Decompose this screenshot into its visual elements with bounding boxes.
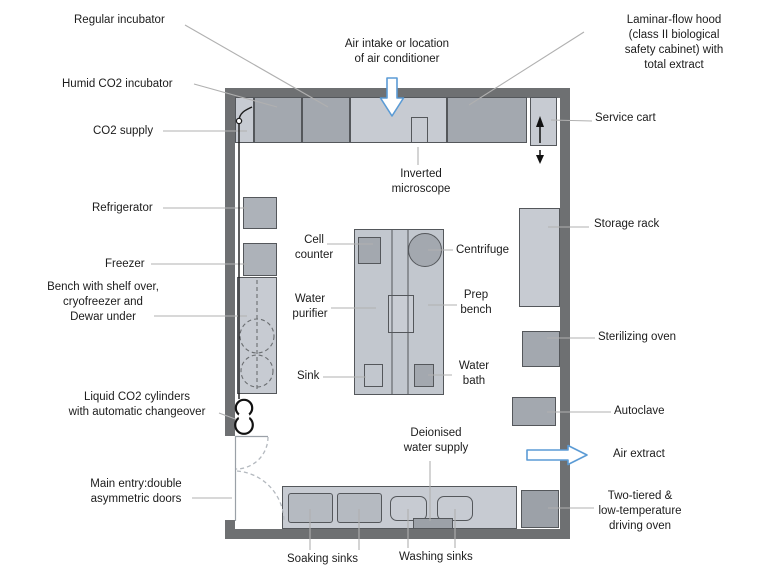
- label-humid-co2-incubator: Humid CO2 incubator: [62, 78, 173, 90]
- co2-supply-line: [235, 106, 253, 399]
- island-divider-lines: [391, 230, 409, 394]
- wall-bottom: [225, 529, 570, 539]
- label-deionised-water-supply: Deionised water supply: [403, 427, 469, 454]
- label-sterilizing-oven: Sterilizing oven: [598, 331, 676, 343]
- label-liquid-co2: Liquid CO2 cylinders with automatic chan…: [68, 391, 206, 418]
- label-refrigerator: Refrigerator: [92, 202, 153, 214]
- regular-incubator-shape: [302, 97, 350, 143]
- sink-shape: [364, 364, 383, 387]
- label-inverted-microscope: Inverted microscope: [391, 168, 451, 195]
- label-laminar-hood: Laminar-flow hood (class II biological s…: [624, 14, 724, 71]
- label-air-intake: Air intake or location of air conditione…: [344, 38, 450, 65]
- label-prep-bench: Prep bench: [460, 289, 492, 316]
- storage-rack-shape: [519, 208, 560, 307]
- humid-co2-incubator-shape: [254, 97, 302, 143]
- leader-lines: [151, 24, 611, 550]
- label-regular-incubator: Regular incubator: [74, 14, 165, 26]
- deionised-water-supply-shape: [413, 518, 453, 529]
- label-freezer: Freezer: [105, 258, 145, 270]
- label-soaking-sinks: Soaking sinks: [287, 553, 358, 565]
- label-bench-shelf: Bench with shelf over, cryofreezer and D…: [47, 281, 159, 323]
- washing-sink-1: [390, 496, 427, 521]
- label-water-bath: Water bath: [458, 360, 490, 387]
- two-tiered-oven-shape: [521, 490, 559, 528]
- label-co2-supply: CO2 supply: [93, 125, 154, 137]
- label-centrifuge: Centrifuge: [456, 244, 510, 256]
- label-two-tiered-oven: Two-tiered & low-temperature driving ove…: [598, 490, 682, 532]
- label-service-cart: Service cart: [595, 112, 656, 124]
- main-entry-doors: [234, 435, 285, 523]
- sterilizing-oven-shape: [522, 331, 560, 367]
- freezer-shape: [243, 243, 277, 276]
- label-storage-rack: Storage rack: [594, 218, 660, 230]
- label-washing-sinks: Washing sinks: [399, 551, 473, 563]
- wall-left-lower: [225, 520, 235, 539]
- wall-right: [560, 88, 570, 539]
- service-cart-arrows: [536, 116, 544, 164]
- air-intake-arrow: [379, 77, 405, 117]
- dewar-dashed-detail: [239, 280, 275, 392]
- label-water-purifier: Water purifier: [292, 293, 328, 320]
- label-autoclave: Autoclave: [614, 405, 665, 417]
- laminar-flow-hood-shape: [447, 97, 527, 143]
- air-extract-arrow: [526, 444, 588, 466]
- label-sink: Sink: [297, 370, 320, 382]
- label-air-extract: Air extract: [613, 448, 665, 460]
- inverted-microscope-shape: [411, 117, 428, 143]
- refrigerator-shape: [243, 197, 277, 229]
- label-main-entry: Main entry:double asymmetric doors: [90, 478, 182, 505]
- liquid-co2-cylinders-shape: [234, 398, 254, 435]
- wall-left-upper: [225, 88, 235, 436]
- service-cart-shape: [530, 97, 557, 146]
- label-cell-counter: Cell counter: [294, 234, 334, 261]
